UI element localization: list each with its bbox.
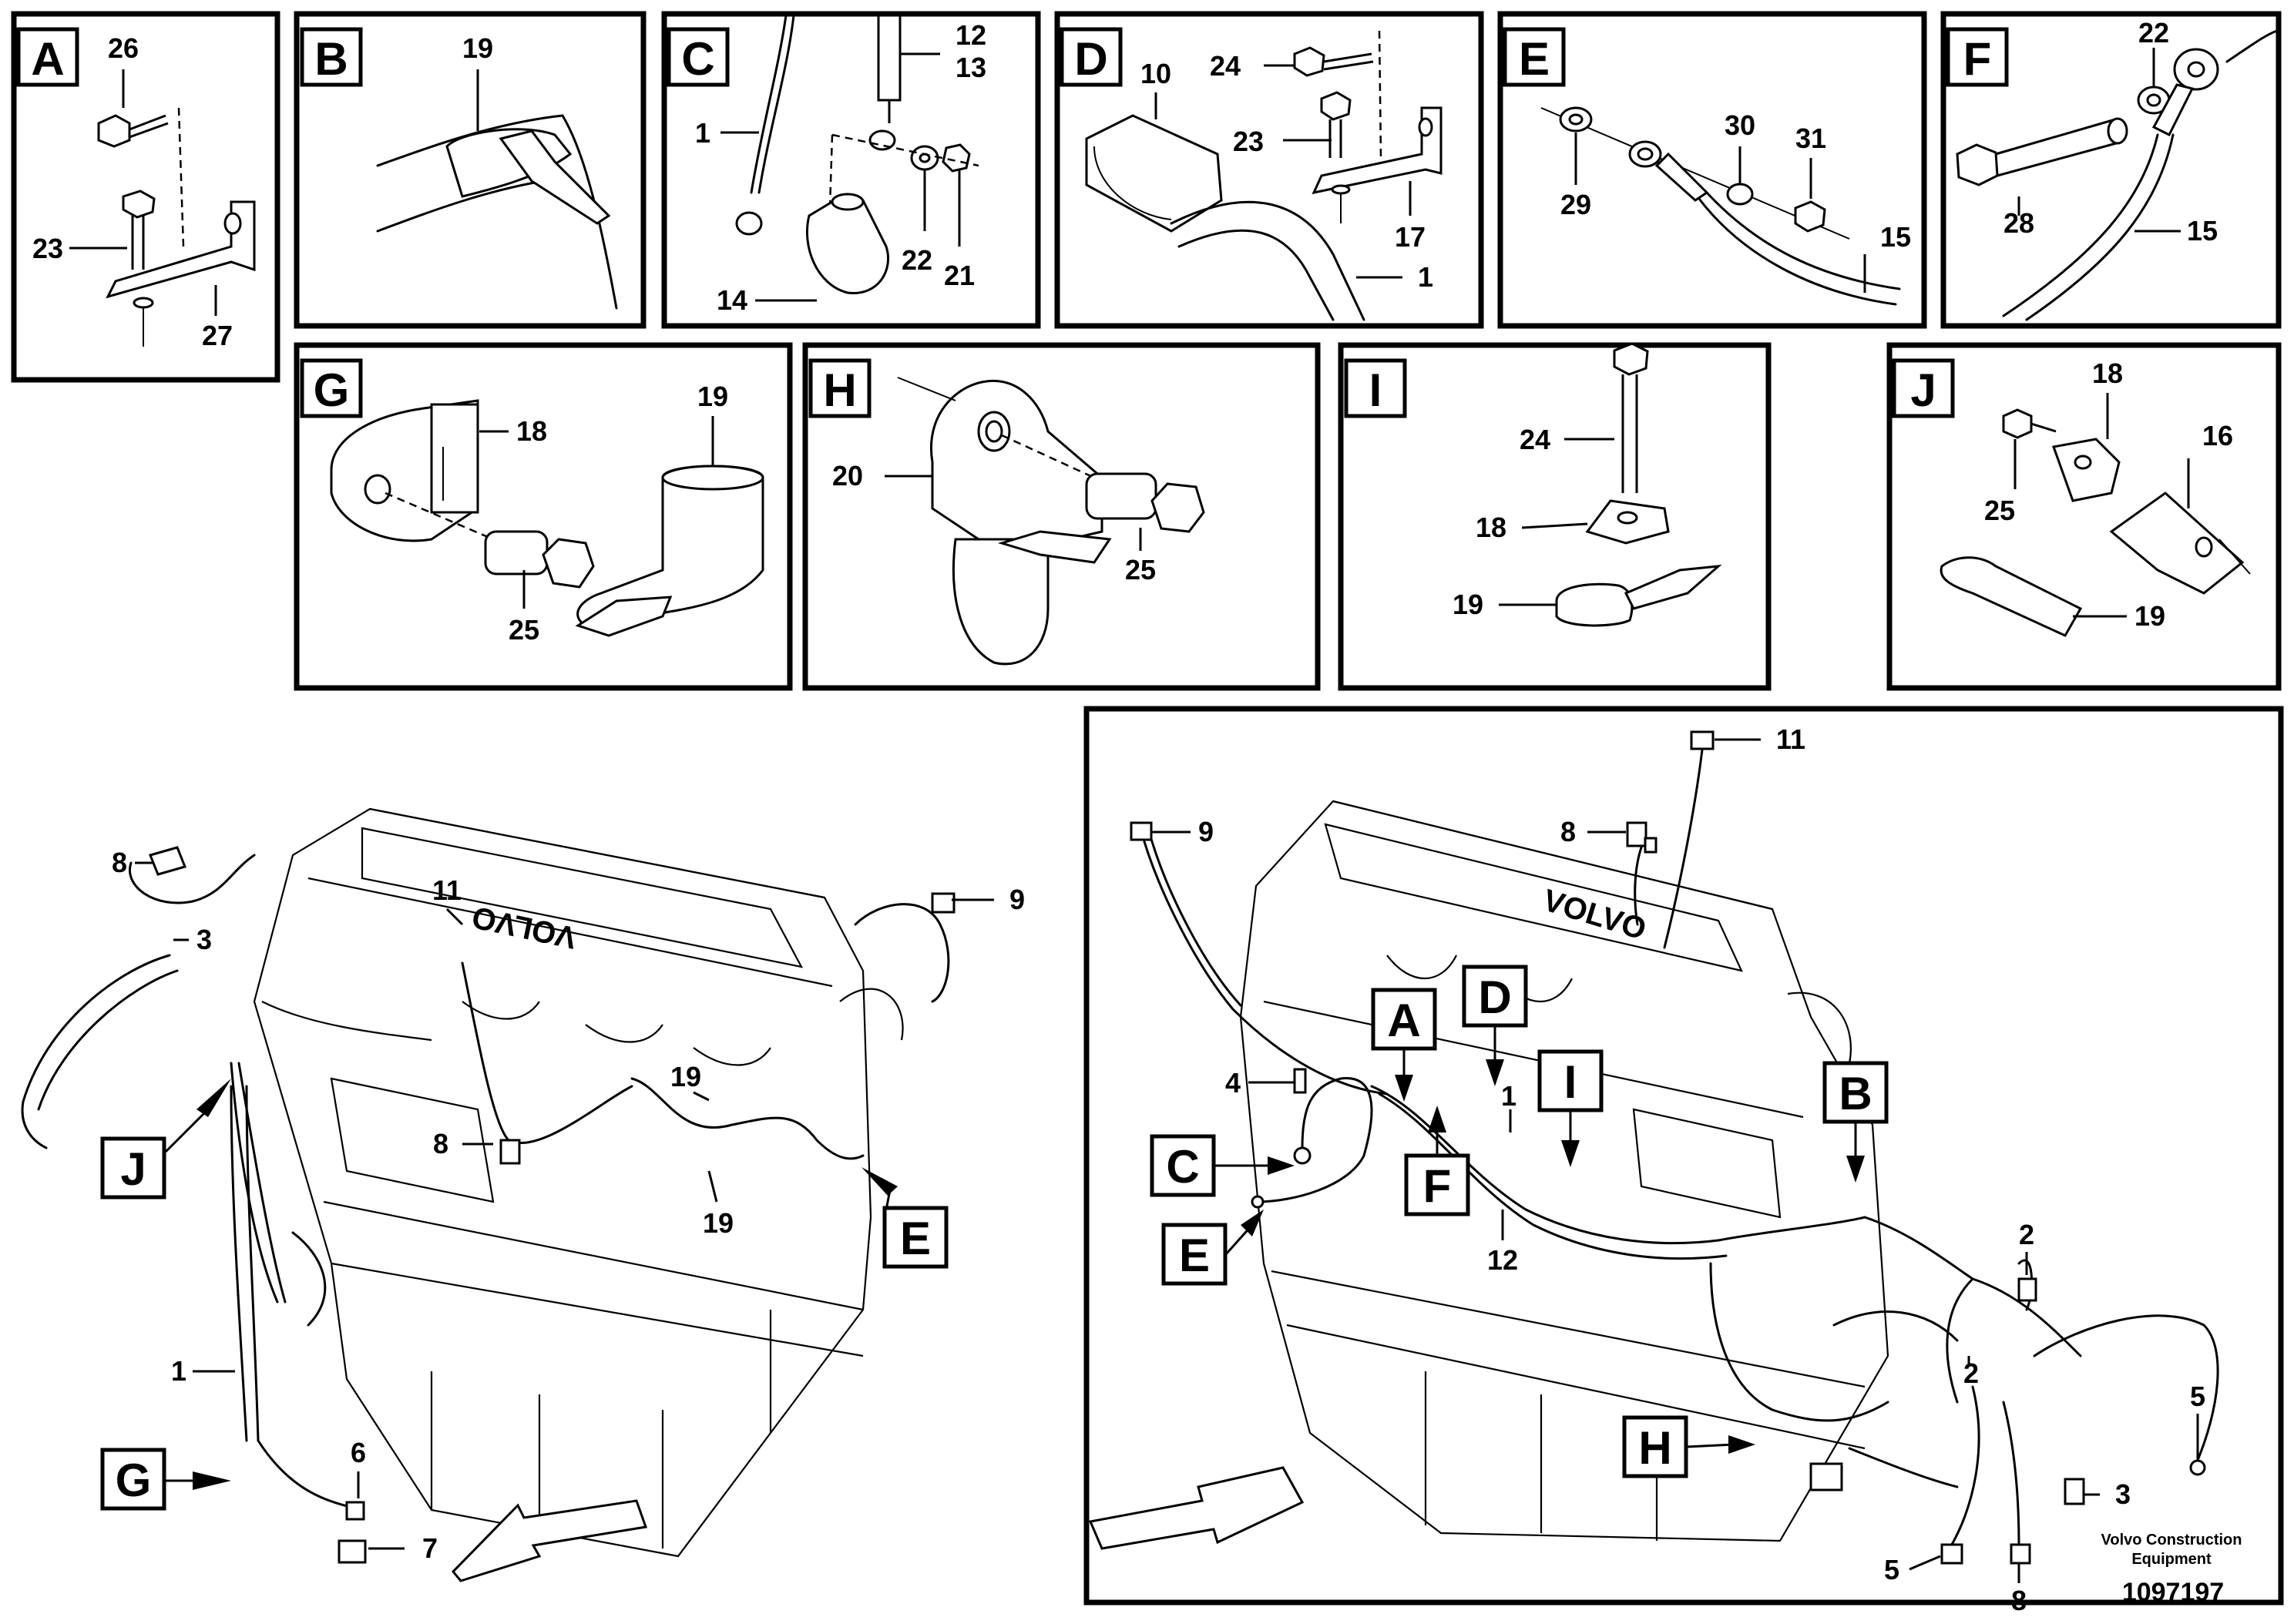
label: 22 (902, 244, 932, 276)
document-id: 1097197 (2122, 1578, 2224, 1607)
label: 13 (956, 52, 986, 83)
caption-line1: Volvo Construction (2101, 1532, 2242, 1549)
label: 5 (1884, 1554, 1899, 1585)
label: 19 (2134, 600, 2165, 632)
label: 2 (1963, 1357, 1979, 1389)
callout-letter: F (1423, 1160, 1452, 1212)
label: 2 (2019, 1219, 2034, 1250)
panel-i: I 24 18 19 (1338, 342, 1772, 691)
left-engine-view: VOLVO (21, 807, 1025, 1582)
panel-e: E 30 31 29 15 (1497, 11, 1927, 329)
label: 22 (2138, 17, 2169, 49)
label: 23 (1233, 126, 1264, 157)
callout-letter: D (1478, 971, 1511, 1023)
callout-letter: H (1638, 1422, 1671, 1474)
label: 8 (112, 847, 127, 878)
panel-letter: A (31, 33, 64, 85)
caption-line2: Equipment (2131, 1551, 2212, 1568)
label: 18 (2092, 357, 2123, 389)
label: 3 (196, 924, 212, 955)
panel-letter: D (1074, 33, 1107, 85)
callout-letter: I (1564, 1056, 1577, 1108)
direction-arrow-icon (1088, 1466, 1305, 1550)
label: 19 (670, 1061, 701, 1092)
label: 15 (2187, 215, 2218, 247)
panel-letter: C (681, 33, 714, 85)
callout-letter: J (120, 1143, 146, 1195)
label: 18 (1476, 512, 1506, 543)
label: 20 (832, 460, 863, 492)
label: 23 (32, 233, 63, 264)
label: 8 (2011, 1585, 2027, 1616)
label: 25 (1984, 495, 2015, 526)
label: 19 (1453, 589, 1483, 620)
callout-letter: B (1839, 1068, 1872, 1119)
engine-brand: VOLVO (469, 900, 579, 955)
panel-letter: F (1963, 33, 1992, 85)
panel-f: F 22 28 15 (1940, 11, 2282, 329)
label: 19 (703, 1207, 734, 1239)
panel-letter: E (1519, 33, 1550, 85)
callout-letter: C (1166, 1141, 1199, 1193)
label: 3 (2115, 1478, 2131, 1510)
panel-b: B 19 (294, 11, 647, 329)
label: 24 (1210, 50, 1241, 82)
label: 29 (1560, 189, 1591, 220)
callout-letter: G (116, 1455, 152, 1506)
label: 5 (2190, 1381, 2205, 1412)
direction-arrow-icon (451, 1499, 648, 1582)
label: 8 (1560, 816, 1576, 847)
panel-letter: G (314, 364, 350, 416)
label: 9 (1198, 816, 1214, 847)
label: 14 (717, 284, 747, 316)
label: 1 (1501, 1080, 1516, 1112)
label: 12 (956, 19, 986, 51)
label: 1 (695, 117, 710, 149)
label: 21 (944, 260, 975, 291)
callout-letter: E (1179, 1230, 1210, 1281)
label: 19 (462, 32, 493, 64)
label: 6 (351, 1437, 366, 1468)
panel-letter: H (823, 364, 856, 416)
panel-j: J 18 16 25 19 (1886, 342, 2282, 691)
label: 7 (422, 1532, 438, 1564)
label: 17 (1395, 221, 1426, 253)
label: 25 (509, 614, 539, 646)
panel-d: D 10 24 23 17 1 (1054, 11, 1484, 329)
panel-c: C 12 13 1 22 21 14 (661, 11, 1041, 329)
right-engine-view: VOLVO (1083, 706, 2284, 1616)
panel-letter: J (1910, 364, 1936, 416)
panel-letter: I (1369, 364, 1382, 416)
label: 18 (516, 415, 547, 447)
callout-letter: A (1387, 995, 1420, 1046)
label: 1 (1418, 261, 1433, 293)
label: 19 (697, 381, 728, 412)
label: 1 (171, 1355, 186, 1387)
label: 28 (2003, 207, 2034, 239)
label: 31 (1795, 122, 1826, 154)
label: 4 (1225, 1067, 1241, 1099)
panel-letter: B (314, 33, 348, 85)
label: 11 (1776, 723, 1805, 755)
label: 16 (2202, 420, 2233, 451)
panel-h: H 20 25 (802, 342, 1321, 691)
label: 26 (108, 32, 139, 64)
label: 10 (1140, 58, 1171, 89)
label: 24 (1520, 424, 1550, 455)
label: 11 (432, 874, 462, 906)
label: 9 (1009, 884, 1025, 915)
label: 30 (1725, 109, 1755, 141)
label: 8 (433, 1128, 448, 1159)
panel-g: G 18 19 25 (294, 342, 793, 691)
label: 25 (1125, 554, 1156, 586)
panel-a: A 26 23 27 (11, 11, 280, 383)
label: 27 (202, 320, 233, 351)
label: 15 (1880, 221, 1911, 253)
callout-letter: E (900, 1213, 931, 1264)
label: 12 (1487, 1244, 1518, 1276)
